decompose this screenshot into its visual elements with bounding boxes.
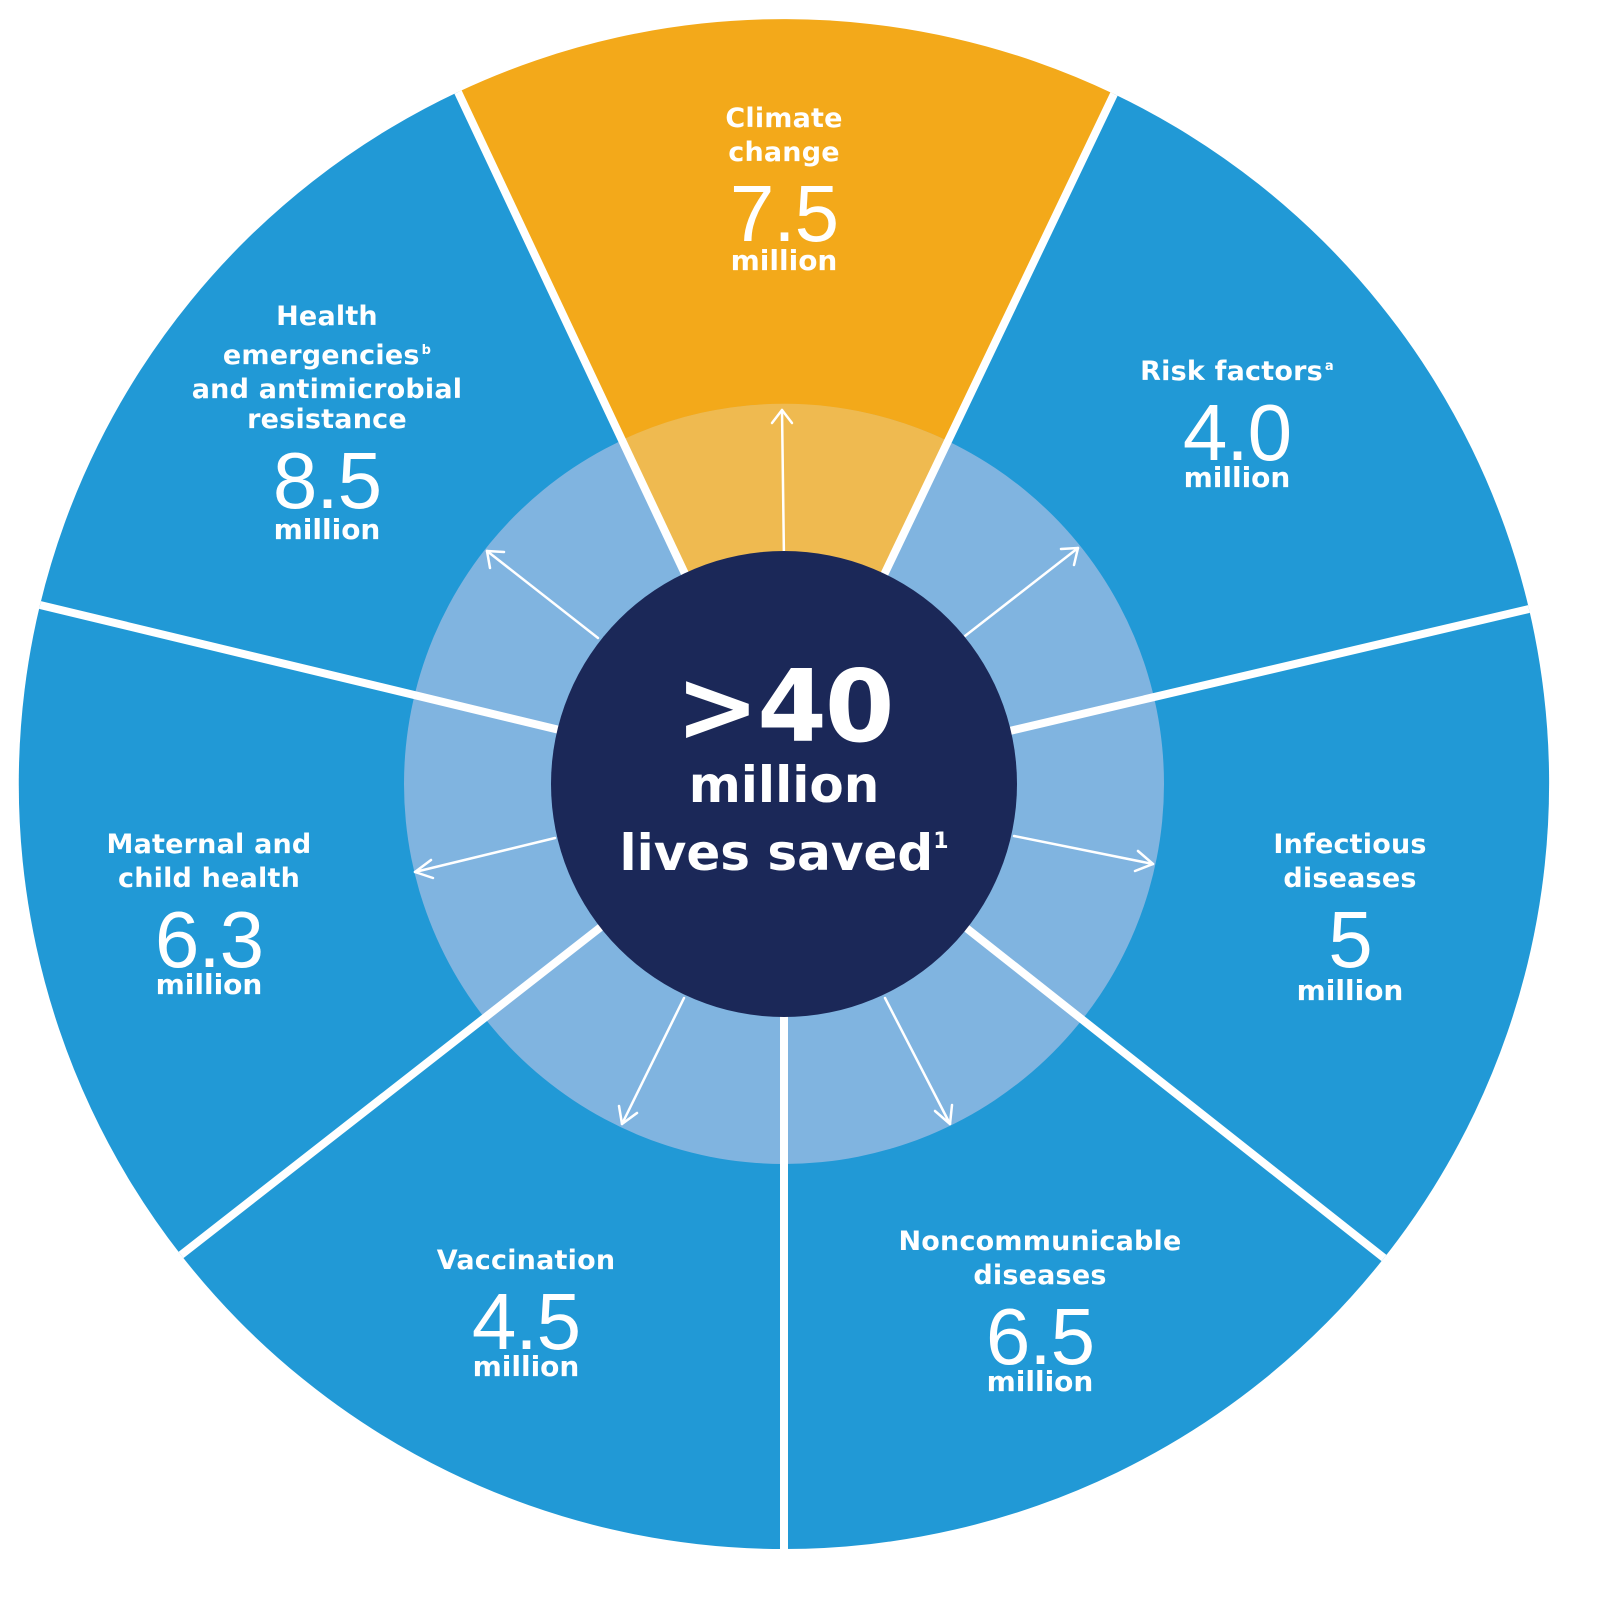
segment-unit: million [986, 1365, 1094, 1398]
segment-value: 6.5 [985, 1292, 1095, 1381]
center-unit: million [688, 755, 880, 814]
segment-title-text: Risk factors [1140, 356, 1323, 387]
center-summary: >40 million lives saved1 [551, 551, 1017, 1017]
segment-title: Maternal and [106, 829, 312, 860]
footnote-marker: b [421, 343, 432, 358]
segment-unit: million [273, 513, 381, 546]
segment-climate-change [458, 19, 1114, 785]
segment-title: Health [276, 301, 378, 332]
segment-title-text: emergencies [222, 340, 420, 371]
segment-unit: million [1183, 461, 1291, 494]
segment-unit: million [155, 968, 263, 1001]
arrows [413, 408, 1155, 1126]
center-value: >40 [675, 647, 895, 765]
segment-value: 4.0 [1182, 388, 1292, 477]
center-caption-text: lives saved [619, 823, 934, 882]
label-maternal-child-health: Maternal and child health 6.3 million [107, 828, 312, 1000]
segment-value: 6.3 [154, 895, 264, 984]
arrow-up-icon [770, 408, 794, 562]
footnote-marker: a [1324, 359, 1334, 374]
segment-title: resistance [247, 404, 407, 435]
arrow-up-right-icon [963, 546, 1080, 638]
segment-unit: million [730, 244, 838, 277]
segment-title: and antimicrobial [191, 374, 463, 405]
arrow-left-icon [413, 836, 557, 880]
arrow-down-right-icon [883, 996, 954, 1126]
segment-value: 8.5 [272, 436, 382, 525]
center-footnote: 1 [933, 828, 949, 854]
label-vaccination: Vaccination 4.5 million [437, 1244, 615, 1382]
segment-title: diseases [973, 1260, 1107, 1291]
segment-title: child health [117, 863, 301, 894]
label-climate-change: Climate change 7.5 million [725, 102, 842, 276]
segment-title: Noncommunicable [898, 1226, 1182, 1257]
segment-title: Vaccination [436, 1245, 616, 1276]
arrow-up-left-icon [485, 549, 600, 640]
core-circle [551, 551, 1017, 1017]
segment-unit: million [1296, 974, 1404, 1007]
segment-title: Climate [725, 103, 843, 134]
segment-value: 7.5 [729, 169, 839, 258]
segment-title: diseases [1283, 863, 1417, 894]
segment-title: change [728, 137, 840, 168]
label-infectious-diseases: Infectious diseases 5 million [1273, 828, 1426, 1006]
label-noncommunicable-diseases: Noncommunicable diseases 6.5 million [898, 1225, 1181, 1397]
segment-unit: million [472, 1350, 580, 1383]
segment-value: 4.5 [471, 1277, 581, 1366]
segment-title: Infectious [1273, 829, 1427, 860]
arrow-right-icon [1012, 834, 1155, 873]
center-caption: lives saved1 [619, 813, 948, 882]
segment-value: 5 [1328, 895, 1373, 984]
arrow-down-left-icon [617, 996, 686, 1126]
